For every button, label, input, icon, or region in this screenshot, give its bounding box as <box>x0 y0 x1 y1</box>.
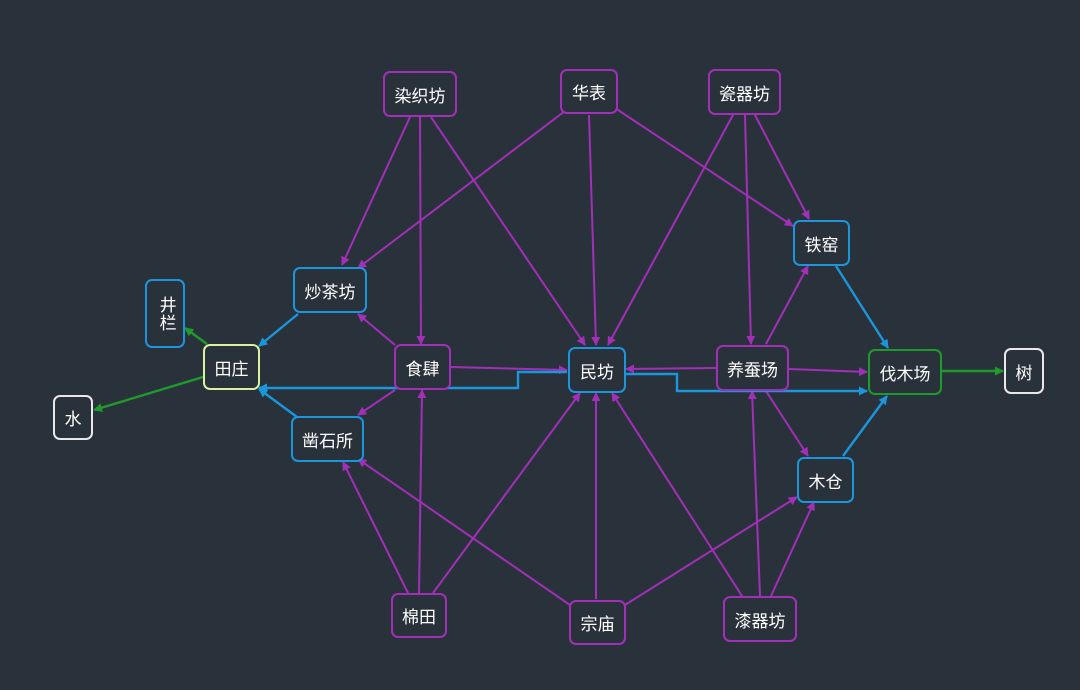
edge-qiqifang-mucang <box>770 501 815 597</box>
edge-zaoshisuo-tianzhuang <box>258 388 298 418</box>
edge-huabiao-chaochafang <box>357 110 566 269</box>
node-minfang[interactable]: 民坊 <box>568 347 626 393</box>
node-huabiao[interactable]: 华表 <box>560 69 618 114</box>
node-miantian[interactable]: 棉田 <box>391 593 447 638</box>
edge-ciqifang-tieyao <box>754 114 810 220</box>
node-ranzhifang[interactable]: 染织坊 <box>383 71 457 117</box>
edge-ciqifang-minfang <box>607 114 734 346</box>
edge-yangcanchang-minfang <box>625 364 717 374</box>
edge-yangcanchang-mucang <box>765 390 809 457</box>
edge-shisi-chaochafang <box>357 313 396 346</box>
edge-yangcanchang-tieyao <box>765 265 809 345</box>
node-tianzhuang[interactable]: 田庄 <box>203 344 260 390</box>
edge-ranzhifang-chaochafang <box>341 116 411 266</box>
edge-yangcanchang-famuchang <box>788 367 868 377</box>
node-tieyao[interactable]: 铁窑 <box>793 220 850 266</box>
node-chaochafang[interactable]: 炒茶坊 <box>293 267 367 313</box>
edge-ciqifang-yangcanchang <box>744 114 756 345</box>
node-zongmiao[interactable]: 宗庙 <box>569 600 626 645</box>
edge-qiqifang-yangcanchang <box>747 390 761 597</box>
node-shui[interactable]: 水 <box>53 395 93 440</box>
edge-miantian-minfang <box>432 392 581 594</box>
edge-shisi-zaoshisuo <box>357 389 396 416</box>
edge-huabiao-minfang <box>588 114 601 346</box>
edge-tianzhuang-shui <box>93 375 204 412</box>
edge-shisi-minfang <box>450 365 568 375</box>
node-jinglan[interactable]: 井栏 <box>145 279 185 348</box>
edge-tianzhuang-jinglan <box>184 327 208 345</box>
edge-zongmiao-mucang <box>624 496 798 606</box>
edge-miantian-shisi <box>417 389 427 594</box>
node-qiqifang[interactable]: 漆器坊 <box>723 596 797 642</box>
edge-tieyao-famuchang <box>834 265 890 349</box>
edge-minfang-famuchang <box>626 372 868 396</box>
edge-ranzhifang-shisi <box>416 116 426 345</box>
node-shu[interactable]: 树 <box>1004 348 1044 394</box>
edge-miantian-zaoshisuo <box>342 461 409 594</box>
edge-mucang-famuchang <box>842 395 888 457</box>
node-ciqifang[interactable]: 瓷器坊 <box>708 69 781 115</box>
edge-chaochafang-tianzhuang <box>258 313 299 347</box>
edge-qiqifang-minfang <box>611 392 743 597</box>
node-yangcanchang[interactable]: 养蚕场 <box>716 345 789 391</box>
edge-zongmiao-zaoshisuo <box>357 458 571 606</box>
edge-minfang-tianzhuang <box>258 370 567 393</box>
node-famuchang[interactable]: 伐木场 <box>868 349 942 395</box>
node-mucang[interactable]: 木仓 <box>797 457 854 503</box>
edge-ranzhifang-minfang <box>430 116 586 346</box>
node-zaoshisuo[interactable]: 凿石所 <box>291 416 364 462</box>
node-shisi[interactable]: 食肆 <box>394 344 451 390</box>
